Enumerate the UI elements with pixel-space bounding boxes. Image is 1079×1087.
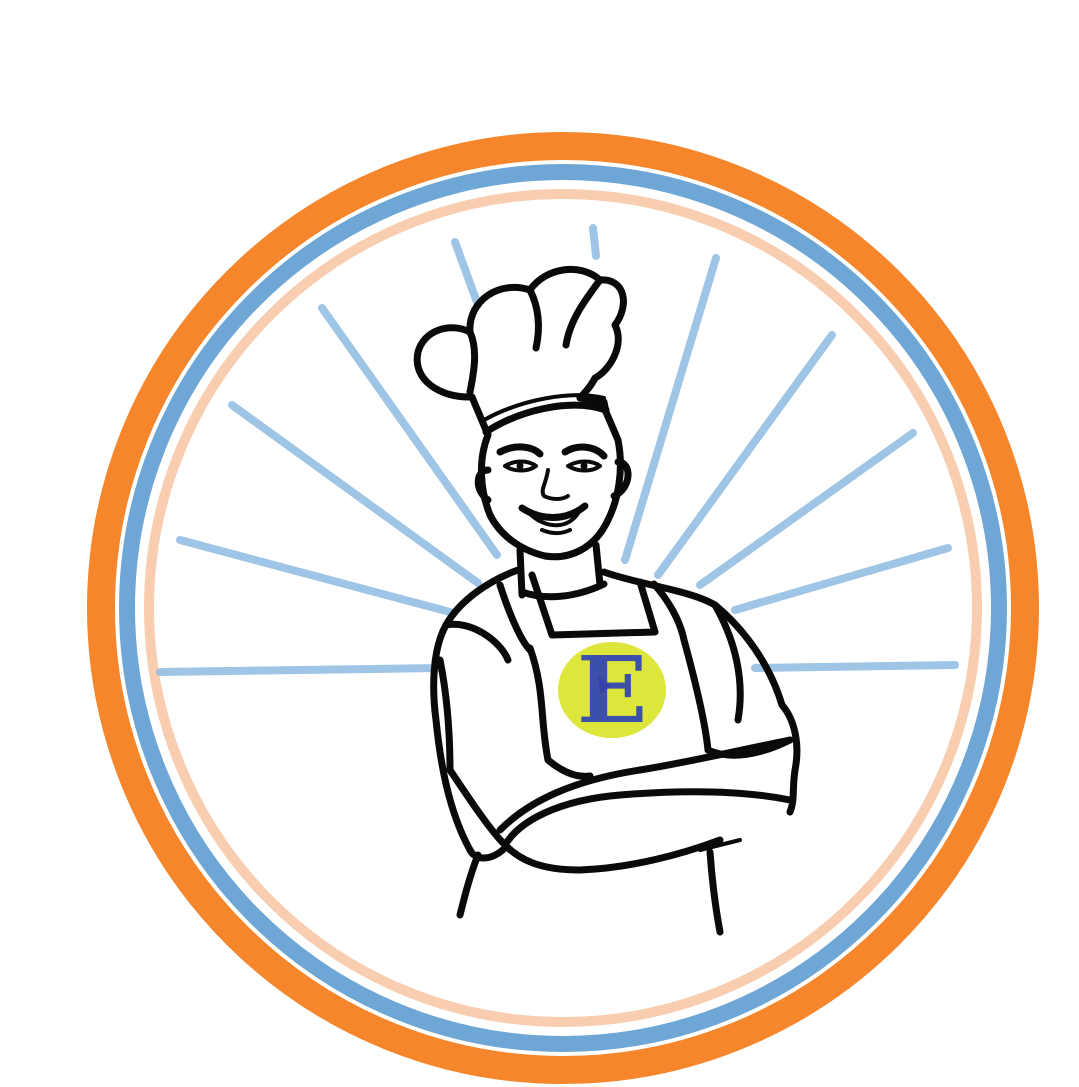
inner-ring: [144, 189, 982, 1027]
logo-rings: [87, 132, 1039, 1084]
ray: [731, 544, 952, 614]
outer-ring: [87, 132, 1039, 1084]
emblem-letter: E: [577, 636, 647, 744]
middle-ring: [119, 164, 1007, 1052]
ray: [451, 238, 482, 309]
chef-face: [474, 408, 632, 561]
ray: [696, 429, 917, 589]
ray: [156, 664, 444, 676]
sunburst-rays: [156, 224, 959, 676]
chef-hat-icon: [413, 265, 627, 439]
ray: [228, 401, 482, 587]
emblem-circle: [558, 642, 666, 738]
emblem-accent: [598, 676, 612, 694]
chef-figure-icon: [413, 265, 801, 936]
ray: [621, 254, 720, 564]
ray: [176, 536, 454, 616]
ray: [751, 661, 959, 672]
apron-emblem-icon: E: [558, 636, 666, 744]
ray: [589, 224, 600, 260]
ray: [318, 304, 501, 559]
ray: [654, 331, 836, 579]
